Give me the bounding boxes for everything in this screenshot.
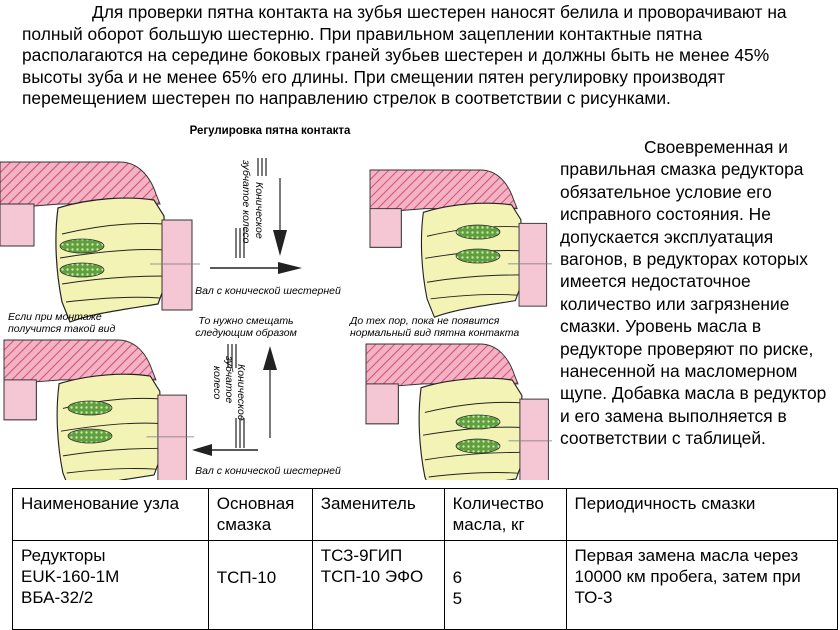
cell-main-lubricant: ТСП-10 — [207, 540, 313, 630]
bottom-arrows — [192, 344, 277, 456]
arrow-right-icon — [278, 262, 302, 274]
header-substitute: Заменитель — [311, 488, 445, 541]
label-gear-top: Коническое зубчатое колесо — [240, 159, 265, 244]
arrow-up-icon — [263, 346, 277, 370]
svg-text:Коническое: Коническое — [235, 364, 247, 421]
label-shaft-top: Вал с конической шестерней — [195, 285, 341, 297]
gear-bottom-left — [3, 339, 195, 480]
svg-text:То нужно смещать: То нужно смещать — [198, 315, 293, 327]
arrow-down-icon — [273, 230, 287, 256]
caption-left: Если при монтаже получится такой вид — [8, 311, 115, 335]
header-main-lubricant: Основная смазка — [207, 488, 313, 541]
gear-bottom-right — [365, 343, 552, 480]
contact-adjustment-figure: Регулировка пятна контакта — [0, 118, 552, 480]
svg-text:До тех пор, пока не появится: До тех пор, пока не появится — [349, 315, 500, 327]
gear-top-right — [369, 169, 552, 318]
header-oil-quantity: Количество масла, кг — [443, 488, 567, 541]
side-paragraph: Своевременная и правильная смазка редукт… — [560, 136, 835, 450]
cell-unit: Редукторы EUK-160-1M ВБА-32/2 — [12, 540, 209, 630]
svg-text:нормальный вид пятна контакта: нормальный вид пятна контакта — [350, 327, 519, 339]
arrow-left-icon — [192, 444, 212, 456]
svg-text:Если при монтаже: Если при монтаже — [8, 311, 102, 323]
svg-text:колесо: колесо — [211, 366, 223, 399]
intro-paragraph: Для проверки пятна контакта на зубья шес… — [22, 2, 822, 124]
svg-text:Коническое: Коническое — [253, 182, 265, 239]
lubrication-table: Наименование узла Основная смазка Замени… — [12, 488, 839, 630]
side-text: Своевременная и правильная смазка редукт… — [560, 137, 827, 449]
label-shaft-bottom: Вал с конической шестерней — [195, 465, 341, 477]
figure-svg: Регулировка пятна контакта — [0, 125, 552, 480]
gear-top-left — [0, 161, 201, 323]
caption-right: До тех пор, пока не появится нормальный … — [349, 315, 519, 339]
svg-text:следующим образом: следующим образом — [195, 327, 297, 339]
cell-period: Первая замена масла через 10000 км пробе… — [565, 540, 839, 630]
caption-center: То нужно смещать следующим образом — [195, 315, 297, 339]
table-row: Редукторы EUK-160-1M ВБА-32/2 ТСП-10 ТСЗ… — [12, 540, 839, 630]
svg-text:получится такой вид: получится такой вид — [8, 323, 115, 335]
header-period: Периодичность смазки — [565, 488, 839, 541]
svg-text:зубчатое колесо: зубчатое колесо — [240, 159, 252, 244]
figure-title: Регулировка пятна контакта — [190, 125, 351, 137]
cell-oil-quantity: 6 5 — [443, 540, 567, 630]
intro-text: Для проверки пятна контакта на зубья шес… — [22, 2, 787, 108]
label-gear-bottom: Коническое зубчатое колесо — [211, 355, 247, 421]
cell-substitute: ТСЗ-9ГИП ТСП-10 ЭФО — [311, 540, 445, 630]
table-header-row: Наименование узла Основная смазка Замени… — [12, 488, 839, 541]
svg-text:зубчатое: зубчатое — [223, 355, 235, 403]
top-arrows — [210, 158, 302, 274]
header-unit: Наименование узла — [12, 488, 209, 541]
